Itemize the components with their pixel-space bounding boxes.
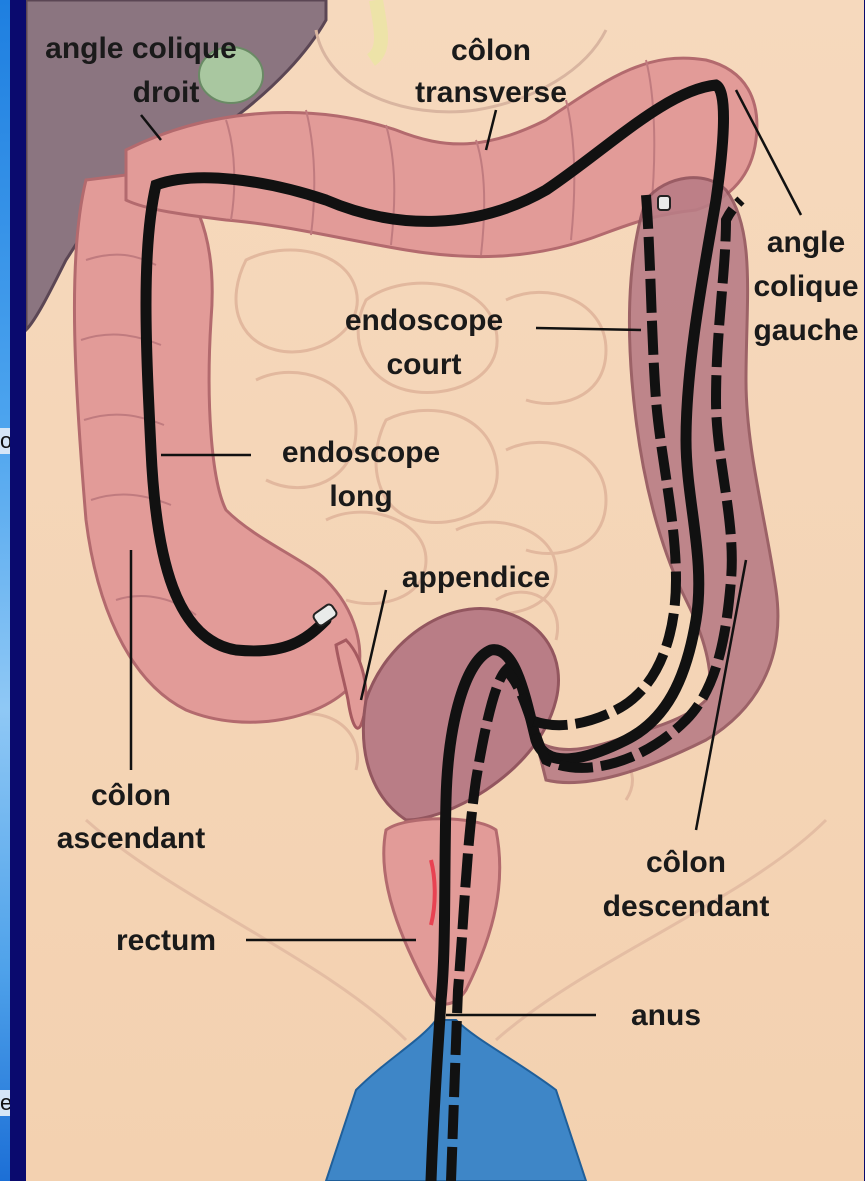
label-angle-colique-gauche-line2: colique xyxy=(753,270,858,303)
label-angle-colique-gauche-line1: angle xyxy=(767,226,845,259)
label-colon-transverse-line1: côlon xyxy=(451,34,531,67)
label-colon-descendant-line1: côlon xyxy=(646,846,726,879)
diagram-frame: angle colique droit côlon transverse ang… xyxy=(10,0,865,1181)
label-anus: anus xyxy=(631,999,701,1032)
label-endoscope-court-line2: court xyxy=(387,348,462,381)
label-angle-colique-gauche-line3: gauche xyxy=(753,314,858,347)
short-endoscope-tip xyxy=(658,196,670,210)
label-colon-transverse-line2: transverse xyxy=(415,76,567,109)
label-colon-ascendant-line1: côlon xyxy=(91,779,171,812)
label-angle-colique-droit-line2: droit xyxy=(133,76,200,109)
label-angle-colique-droit-line1: angle colique xyxy=(45,32,237,65)
edge-fragment-right: o xyxy=(0,428,10,454)
label-endoscope-court-line1: endoscope xyxy=(345,304,503,337)
colon-endoscopy-diagram: angle colique droit côlon transverse ang… xyxy=(26,0,864,1181)
label-endoscope-long-line1: endoscope xyxy=(282,436,440,469)
label-rectum: rectum xyxy=(116,924,216,957)
label-endoscope-long-line2: long xyxy=(329,480,392,513)
label-colon-ascendant-line2: ascendant xyxy=(57,822,205,855)
label-colon-descendant-line2: descendant xyxy=(603,890,770,923)
edge-fragment-left-bottom: ec xyxy=(0,1090,10,1116)
label-appendice: appendice xyxy=(402,561,550,594)
